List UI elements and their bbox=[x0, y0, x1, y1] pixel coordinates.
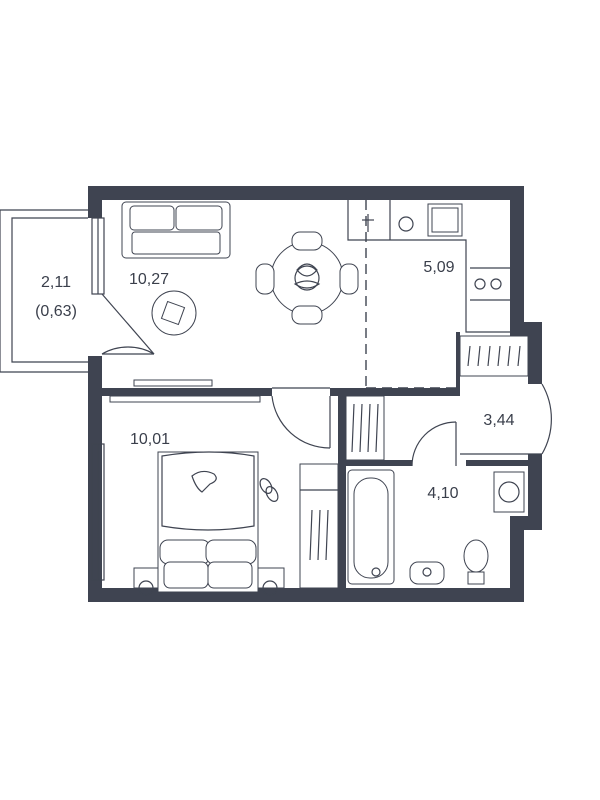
dining-table bbox=[255, 231, 359, 325]
bedroom-area-label: 10,01 bbox=[130, 431, 170, 448]
bed bbox=[133, 451, 285, 596]
kitchen-counter bbox=[347, 200, 510, 333]
area-labels: 2,11 (0,63) 10,27 5,09 10,01 3,44 4,10 bbox=[35, 259, 515, 502]
hall-wardrobe bbox=[459, 335, 529, 377]
kitchen-area-label: 5,09 bbox=[423, 259, 454, 276]
bathroom-area-label: 4,10 bbox=[427, 485, 458, 502]
bedroom-wardrobe bbox=[299, 463, 339, 589]
living-area-label: 10,27 bbox=[129, 271, 169, 288]
sofa bbox=[121, 201, 231, 259]
coffee-table bbox=[151, 290, 197, 336]
bathroom-fixtures bbox=[347, 469, 525, 585]
balcony-area-label: 2,11 bbox=[41, 274, 71, 291]
hall-closet bbox=[345, 395, 385, 461]
tv-unit bbox=[109, 379, 261, 403]
balcony bbox=[0, 209, 155, 373]
doors bbox=[271, 383, 552, 467]
hall-area-label: 3,44 bbox=[483, 412, 514, 429]
windows bbox=[91, 217, 105, 581]
balcony-area-sub-label: (0,63) bbox=[35, 303, 77, 320]
